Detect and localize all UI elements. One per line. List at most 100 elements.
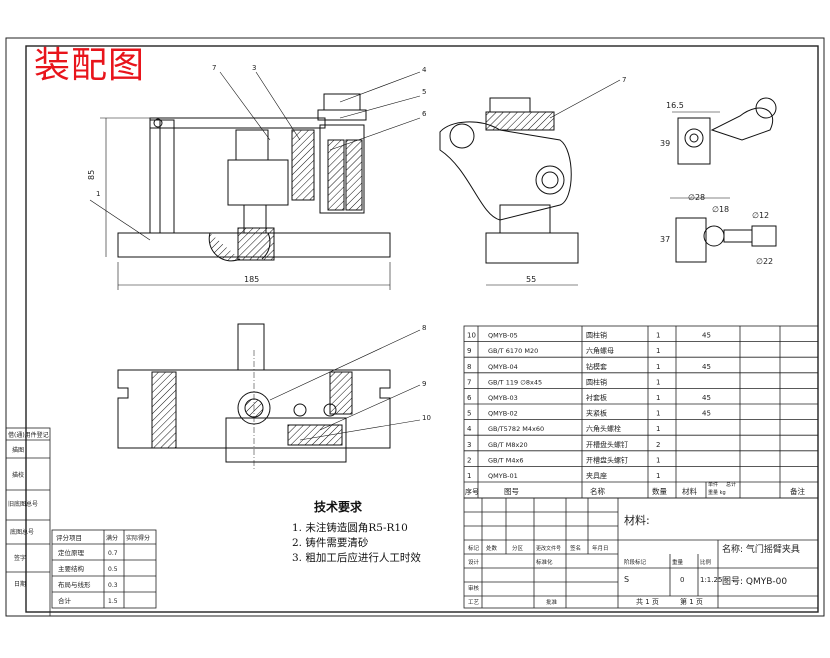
bom-cell-name: 钻模套 xyxy=(586,362,607,371)
bom-cell-note: 45 xyxy=(702,332,711,340)
bom-cell-note: 45 xyxy=(702,410,711,418)
callout-8: 8 xyxy=(422,324,426,332)
bom-cell-code: GB/T M4x6 xyxy=(488,456,523,464)
strip-label-3: 旧底图总号 xyxy=(8,500,38,508)
dim-detail-b-h: 37 xyxy=(660,235,670,244)
bom-cell-code: GB/T M8x20 xyxy=(488,441,528,449)
bom-h-weight: 重量 kg xyxy=(708,489,726,496)
tech-item: 3. 粗加工后应进行人工时效 xyxy=(292,552,421,564)
part-name: 名称: 气门摇臂夹具 xyxy=(722,543,800,555)
bom-cell-name: 夹具座 xyxy=(586,471,607,480)
score-cell-full: 0.5 xyxy=(108,566,118,573)
tb-label-8: 审核 xyxy=(468,584,480,592)
drawing-number: 图号: QMYB-00 xyxy=(722,576,787,587)
top-view xyxy=(117,323,421,470)
score-cell-full: 0.7 xyxy=(108,550,118,557)
stage-value: S xyxy=(624,575,629,584)
score-cell-item: 定位原理 xyxy=(58,548,85,557)
tb-label-12: 重量 xyxy=(672,558,684,566)
bom-cell-name: 开槽盘头螺钉 xyxy=(586,455,628,464)
dim-detail-a-h: 39 xyxy=(660,139,670,148)
bom-cell-name: 六角螺母 xyxy=(586,346,614,355)
score-cell-item: 合计 xyxy=(58,596,72,605)
score-cell-item: 主要结构 xyxy=(58,564,85,573)
tb-label-5: 年月日 xyxy=(592,544,609,552)
tb-label-3: 更改文件号 xyxy=(536,545,561,552)
tb-label-1: 处数 xyxy=(486,544,498,552)
bom-cell-no: 6 xyxy=(467,394,472,402)
bom-cell-code: QMYB-03 xyxy=(488,394,518,402)
bom-h-name: 名称 xyxy=(590,486,605,496)
callout-6: 6 xyxy=(422,110,427,118)
bom-cell-no: 3 xyxy=(467,441,471,449)
tb-label-4: 签名 xyxy=(570,544,581,552)
strip-label-2: 描校 xyxy=(12,471,24,479)
score-cell-item: 布局与线形 xyxy=(58,580,91,589)
dim-dia-22: ∅22 xyxy=(756,257,773,266)
callout-9: 9 xyxy=(422,380,426,388)
tb-label-2: 分区 xyxy=(512,544,524,552)
score-header-0: 评分项目 xyxy=(56,533,82,542)
bom-cell-no: 2 xyxy=(467,456,471,464)
callout-3: 3 xyxy=(252,64,256,72)
bom-cell-name: 衬套板 xyxy=(586,393,607,402)
tb-label-7: 标准化 xyxy=(536,558,553,566)
dim-front-height: 85 xyxy=(87,170,96,180)
sheet-title: 装配图 xyxy=(34,45,146,86)
bom-h-total: 总计 xyxy=(726,481,736,488)
bom-cell-code: QMYB-02 xyxy=(488,410,518,418)
bom-cell-qty: 1 xyxy=(656,363,660,371)
bom-cell-no: 10 xyxy=(467,332,476,340)
tb-label-0: 标记 xyxy=(468,544,480,552)
score-header-1: 满分 xyxy=(106,534,118,542)
sheet-current: 第 1 页 xyxy=(680,597,703,606)
callout-7b: 7 xyxy=(622,76,626,84)
bom-h-remark: 备注 xyxy=(790,486,805,496)
tech-item: 1. 未注铸造圆角R5-R10 xyxy=(292,522,408,534)
score-cell-full: 1.5 xyxy=(108,598,118,605)
weight-value: 0 xyxy=(680,576,684,584)
bom-cell-no: 1 xyxy=(467,472,471,480)
tech-heading: 技术要求 xyxy=(314,500,363,514)
strip-label-6: 日期 xyxy=(14,580,26,588)
side-view xyxy=(439,79,621,286)
bom-cell-no: 5 xyxy=(467,410,471,418)
strip-label-1: 描图 xyxy=(12,446,24,454)
front-view xyxy=(89,71,421,290)
bom-cell-no: 9 xyxy=(467,347,471,355)
bom-cell-note: 45 xyxy=(702,363,711,371)
score-header-2: 实际得分 xyxy=(126,534,150,542)
tb-label-10: 批准 xyxy=(546,598,558,606)
tb-label-9: 工艺 xyxy=(468,599,480,606)
left-strip xyxy=(5,427,51,617)
tech-item: 2. 铸件需要清砂 xyxy=(292,537,369,549)
bom-cell-code: QMYB-05 xyxy=(488,332,518,340)
bom-cell-qty: 1 xyxy=(656,378,660,386)
bom-cell-name: 圆柱销 xyxy=(586,331,607,340)
score-table xyxy=(51,529,157,609)
technical-requirements: 技术要求 1. 未注铸造圆角R5-R10 2. 铸件需要清砂 3. 粗加工后应进… xyxy=(292,498,421,566)
bom-cell-note: 45 xyxy=(702,394,711,402)
bom-grid xyxy=(463,325,819,499)
dim-dia-28: ∅28 xyxy=(688,193,705,202)
bom-cell-qty: 1 xyxy=(656,425,660,433)
callout-1: 1 xyxy=(96,190,100,198)
bom-cell-qty: 1 xyxy=(656,347,660,355)
bom-cell-qty: 1 xyxy=(656,394,660,402)
tb-label-13: 比例 xyxy=(700,558,712,566)
bom-h-qty: 数量 xyxy=(652,486,667,496)
dim-dia-12: ∅12 xyxy=(752,211,769,220)
outer-border xyxy=(5,37,825,617)
bom-cell-name: 圆柱销 xyxy=(586,377,607,386)
dim-front-width: 185 xyxy=(244,275,259,284)
dim-side-width: 55 xyxy=(526,275,536,284)
bom-cell-no: 7 xyxy=(467,378,471,386)
callout-5: 5 xyxy=(422,88,426,96)
detail-views xyxy=(670,97,777,263)
callout-4: 4 xyxy=(422,66,427,74)
bom-cell-name: 开槽盘头螺钉 xyxy=(586,440,628,449)
bom-h-unit: 单件 xyxy=(708,481,718,488)
